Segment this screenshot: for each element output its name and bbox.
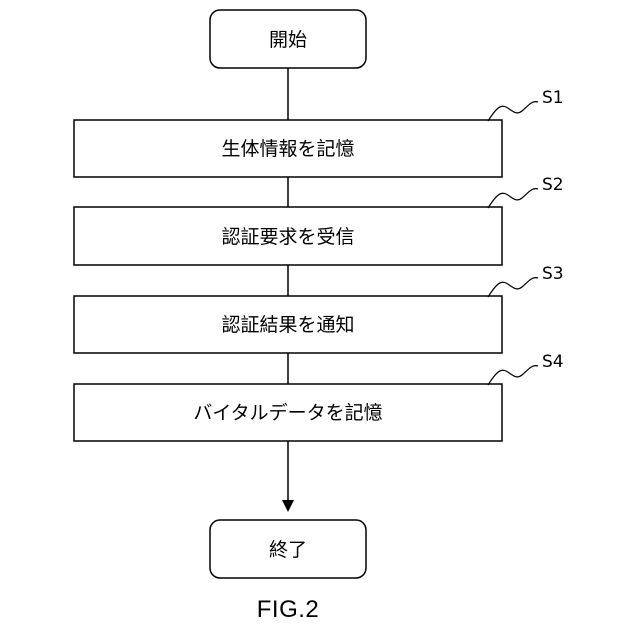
leader-line-s3 — [488, 278, 538, 297]
leader-line-s1 — [488, 102, 538, 121]
process-box-s4-label: バイタルデータを記憶 — [193, 402, 382, 424]
leader-line-s4 — [488, 366, 538, 385]
process-box-s1-label: 生体情報を記憶 — [221, 138, 354, 160]
start-terminal-label: 開始 — [269, 29, 307, 51]
arrowhead-to-end — [282, 500, 294, 512]
leader-line-s2 — [488, 189, 538, 208]
step-label-s1: S1 — [542, 88, 564, 108]
process-box-s2-label: 認証要求を受信 — [221, 226, 354, 248]
step-label-s3: S3 — [542, 264, 564, 284]
end-terminal-label: 終了 — [269, 539, 307, 561]
figure-caption: FIG.2 — [0, 596, 576, 624]
process-box-s3-label: 認証結果を通知 — [221, 314, 354, 336]
step-label-s4: S4 — [542, 352, 564, 372]
step-label-s2: S2 — [542, 175, 564, 195]
